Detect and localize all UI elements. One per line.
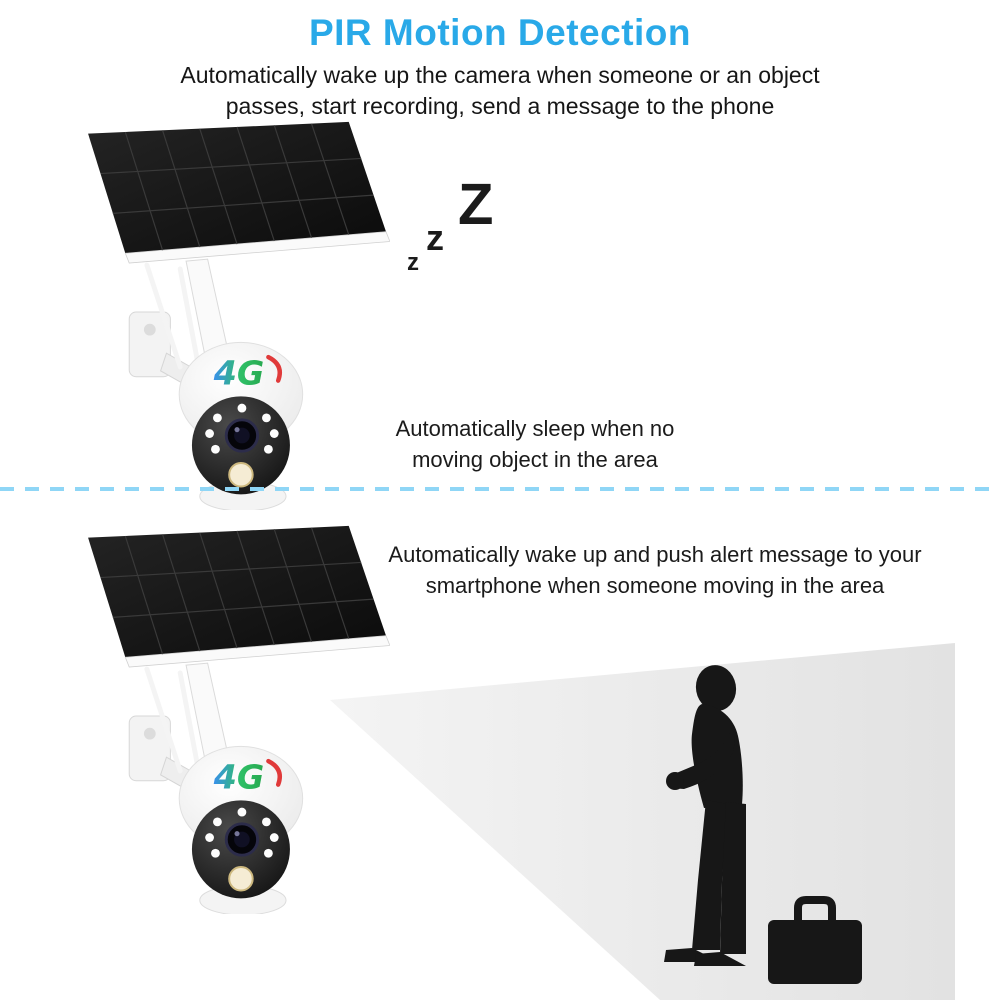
wake-caption-line-2: smartphone when someone moving in the ar… bbox=[425, 572, 885, 598]
person-hand bbox=[666, 772, 684, 790]
briefcase-handle bbox=[794, 896, 836, 920]
sleep-caption-line-2: moving object in the area bbox=[412, 446, 658, 472]
sleep-z-small-glyph: z bbox=[407, 249, 419, 276]
sleep-z-medium-glyph: z bbox=[426, 217, 444, 258]
subtitle-line-2: passes, start recording, send a message … bbox=[225, 93, 775, 120]
person-front-leg bbox=[692, 800, 728, 950]
briefcase-icon bbox=[768, 920, 862, 984]
person-head bbox=[695, 665, 737, 711]
sleep-z-large-glyph: Z bbox=[458, 172, 494, 237]
person-arm bbox=[667, 728, 735, 789]
sleep-caption-line-1: Automatically sleep when no bbox=[395, 416, 675, 441]
section-divider-dashed bbox=[0, 487, 1000, 491]
subtitle-line-1: Automatically wake up the camera when so… bbox=[180, 62, 820, 88]
wake-caption-line-1: Automatically wake up and push alert mes… bbox=[388, 542, 922, 567]
sleep-caption: Automatically sleep when no moving objec… bbox=[328, 414, 742, 476]
page-title: PIR Motion Detection bbox=[308, 12, 692, 53]
person-silhouette bbox=[664, 665, 862, 984]
person-back-leg bbox=[720, 802, 746, 954]
header-subtitle: Automatically wake up the camera when so… bbox=[0, 60, 1000, 122]
person-back-foot bbox=[694, 952, 746, 966]
wake-caption: Automatically wake up and push alert mes… bbox=[348, 540, 962, 602]
solar-camera-illustration-wake bbox=[26, 522, 401, 914]
